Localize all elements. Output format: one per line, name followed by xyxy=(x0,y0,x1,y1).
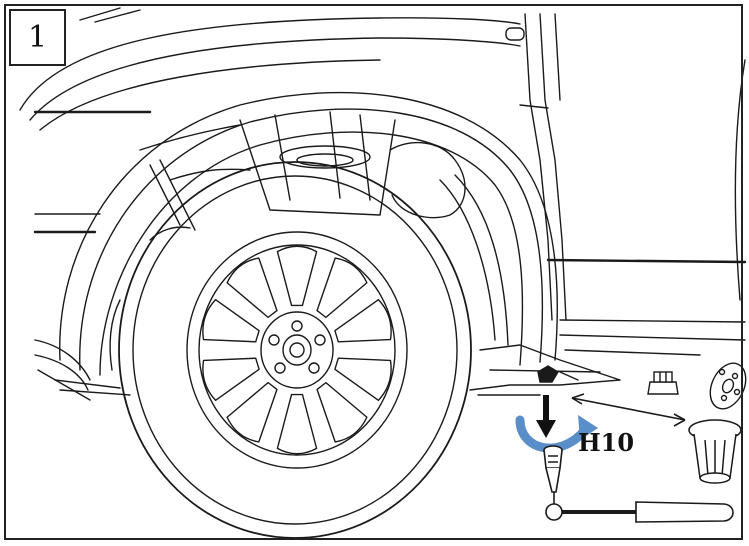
clip-location xyxy=(537,365,579,383)
wheel-spoke xyxy=(202,357,260,402)
nut-icon xyxy=(647,371,679,395)
tool-size-label: H10 xyxy=(578,428,635,457)
rocker-sill xyxy=(54,344,621,396)
step-number: 1 xyxy=(27,20,48,55)
wheel-spoke xyxy=(226,257,278,319)
wheel-spoke xyxy=(276,245,318,307)
wheel-spoke xyxy=(202,298,260,343)
wheel-spoke xyxy=(276,393,318,455)
push-pin-clip-icon xyxy=(688,419,742,484)
rotate-arrow-icon xyxy=(515,415,598,453)
wheel-spoke xyxy=(334,298,392,343)
front-body-lines xyxy=(33,110,152,401)
washer-icon xyxy=(709,362,747,410)
wheel-arch xyxy=(59,91,558,376)
wheel-icon xyxy=(118,161,472,539)
fender-liner xyxy=(109,111,509,371)
step-number-box: 1 xyxy=(9,9,66,66)
wheel-spoke xyxy=(226,381,278,443)
wheel-spoke xyxy=(316,257,368,319)
leader-arrow xyxy=(571,393,686,427)
wheel-spoke xyxy=(334,357,392,402)
wheel-spoke xyxy=(316,381,368,443)
socket-wrench-icon xyxy=(543,445,734,523)
down-arrow-icon xyxy=(536,395,556,438)
